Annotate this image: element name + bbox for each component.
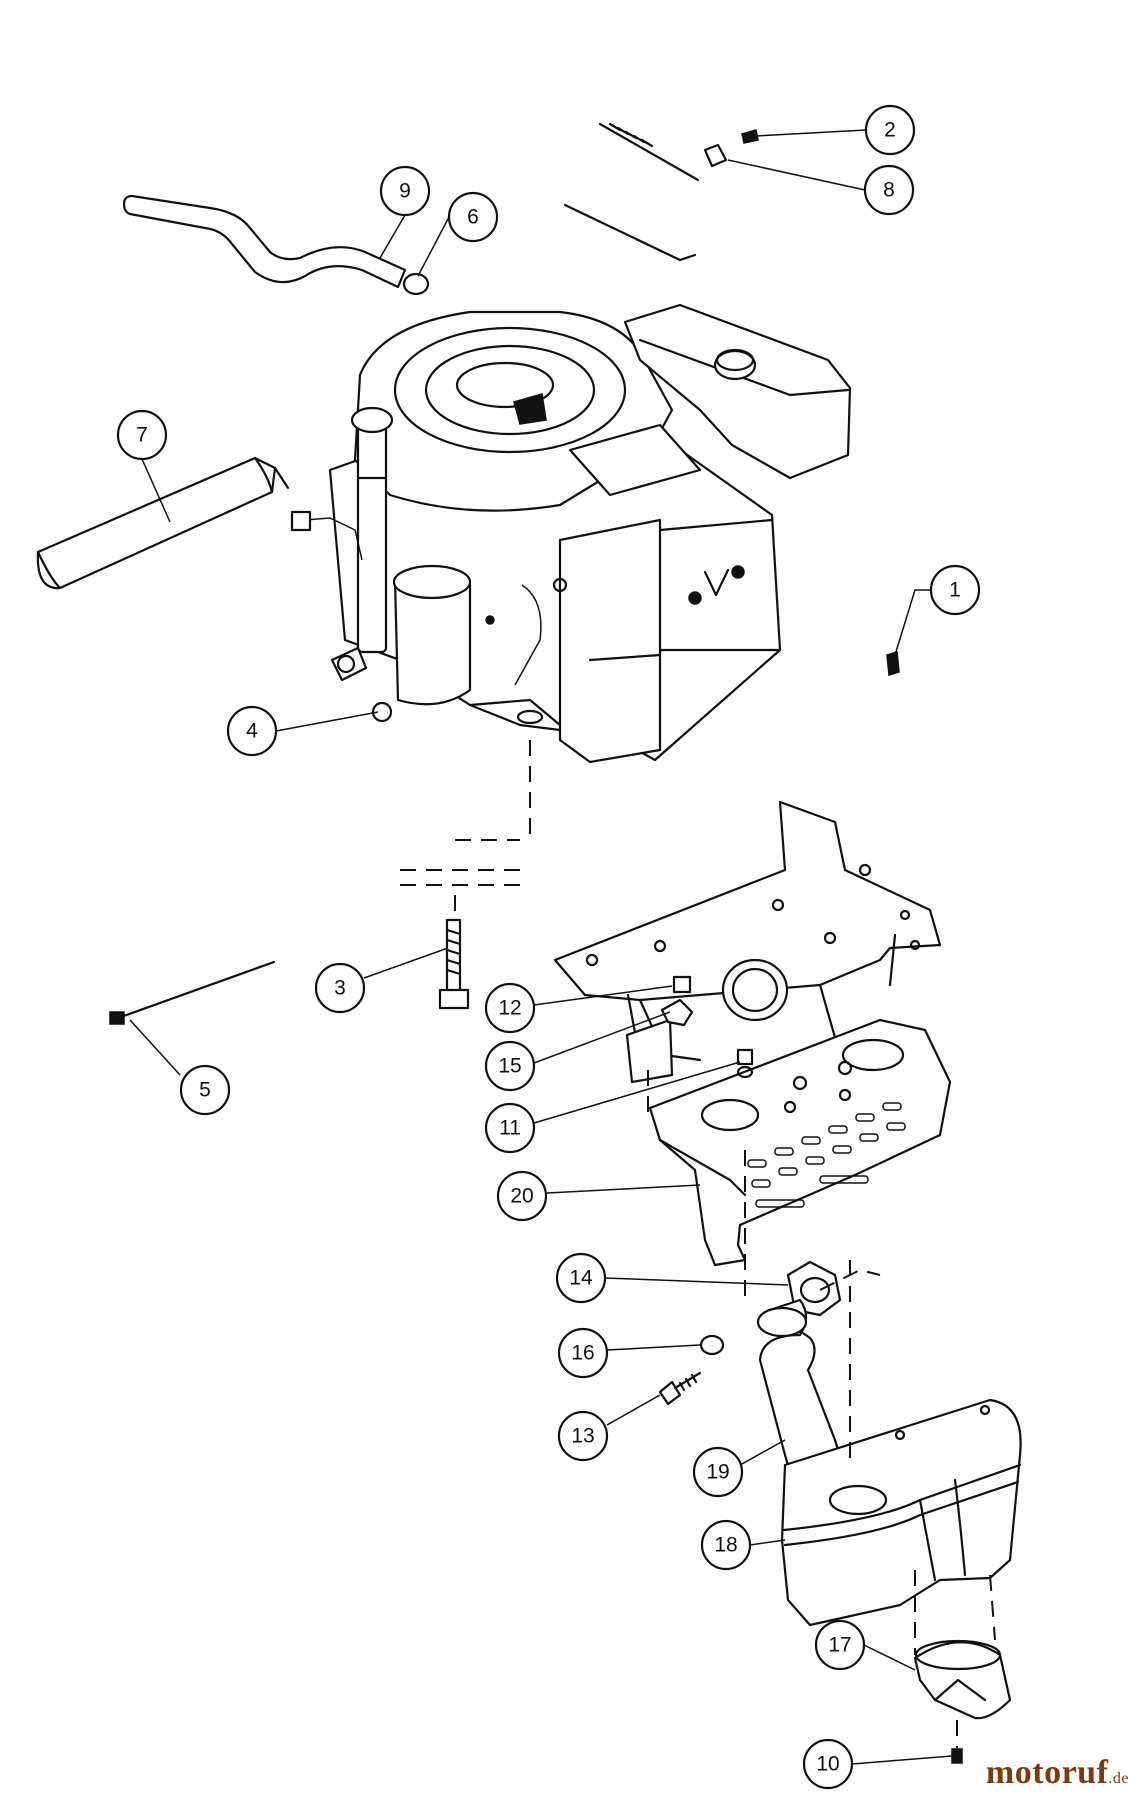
motoruf-watermark: motoruf.de <box>986 1754 1129 1792</box>
callout-4[interactable]: 4 <box>226 705 278 757</box>
cable-clip <box>703 143 728 168</box>
exhaust-washer <box>699 1334 725 1356</box>
callout-20[interactable]: 20 <box>496 1170 548 1222</box>
deflector-screw <box>951 1748 963 1764</box>
callout-9-label: 9 <box>399 180 411 203</box>
callout-1[interactable]: 1 <box>929 564 981 616</box>
callout-12-label: 12 <box>498 997 521 1020</box>
callout-15[interactable]: 15 <box>484 1040 536 1092</box>
cable-tie <box>109 960 276 1025</box>
callout-6-label: 6 <box>467 206 479 229</box>
callout-18-label: 18 <box>714 1534 737 1557</box>
callout-16-label: 16 <box>571 1342 594 1365</box>
callout-2-label: 2 <box>884 119 896 142</box>
callout-18[interactable]: 18 <box>700 1519 752 1571</box>
callout-13[interactable]: 13 <box>557 1410 609 1462</box>
callout-8-label: 8 <box>883 179 895 202</box>
callout-15-label: 15 <box>498 1055 521 1078</box>
callout-2[interactable]: 2 <box>864 104 916 156</box>
callout-12[interactable]: 12 <box>484 982 536 1034</box>
callout-8[interactable]: 8 <box>863 164 915 216</box>
throttle-cable <box>563 122 700 262</box>
callout-19[interactable]: 19 <box>692 1446 744 1498</box>
plate-bolt <box>672 975 692 994</box>
callout-14[interactable]: 14 <box>555 1252 607 1304</box>
engine-bolt <box>438 918 470 1010</box>
callout-4-label: 4 <box>246 720 258 743</box>
heat-shield <box>648 1018 952 1267</box>
callout-16[interactable]: 16 <box>557 1327 609 1379</box>
shield-bolt <box>736 1048 754 1079</box>
callout-3[interactable]: 3 <box>314 962 366 1014</box>
callout-leaders <box>129 129 953 1765</box>
callout-3-label: 3 <box>334 977 346 1000</box>
callout-9[interactable]: 9 <box>379 165 431 217</box>
exhaust-bolt <box>658 1371 702 1406</box>
throttle-tube <box>122 194 407 289</box>
watermark-tld: .de <box>1108 1770 1129 1787</box>
callout-17-label: 17 <box>828 1634 851 1657</box>
callout-19-label: 19 <box>706 1461 729 1484</box>
callout-5[interactable]: 5 <box>179 1064 231 1116</box>
callout-6[interactable]: 6 <box>447 191 499 243</box>
callout-10[interactable]: 10 <box>802 1738 854 1790</box>
callout-11[interactable]: 11 <box>484 1102 536 1154</box>
muffler-deflector <box>913 1639 1012 1720</box>
alignment-lines <box>400 740 996 1748</box>
callout-5-label: 5 <box>199 1079 211 1102</box>
engine-block <box>290 303 852 764</box>
callout-17[interactable]: 17 <box>814 1619 866 1671</box>
callout-7[interactable]: 7 <box>116 409 168 461</box>
tube-clamp <box>402 272 430 296</box>
engine-nut <box>371 701 393 723</box>
callout-10-label: 10 <box>816 1753 839 1776</box>
callout-20-label: 20 <box>510 1185 533 1208</box>
engine-mounting-plate <box>553 800 942 1084</box>
callout-7-label: 7 <box>136 424 148 447</box>
callout-1-label: 1 <box>949 579 961 602</box>
callout-13-label: 13 <box>571 1425 594 1448</box>
callout-11-label: 11 <box>499 1117 521 1140</box>
watermark-name: motoruf <box>985 1754 1109 1791</box>
callout-14-label: 14 <box>569 1267 593 1290</box>
engine-screw <box>886 651 900 676</box>
clip-screw <box>741 129 759 144</box>
engine-cover <box>36 456 290 590</box>
muffler <box>780 1398 1022 1627</box>
plate-clip <box>660 998 694 1027</box>
